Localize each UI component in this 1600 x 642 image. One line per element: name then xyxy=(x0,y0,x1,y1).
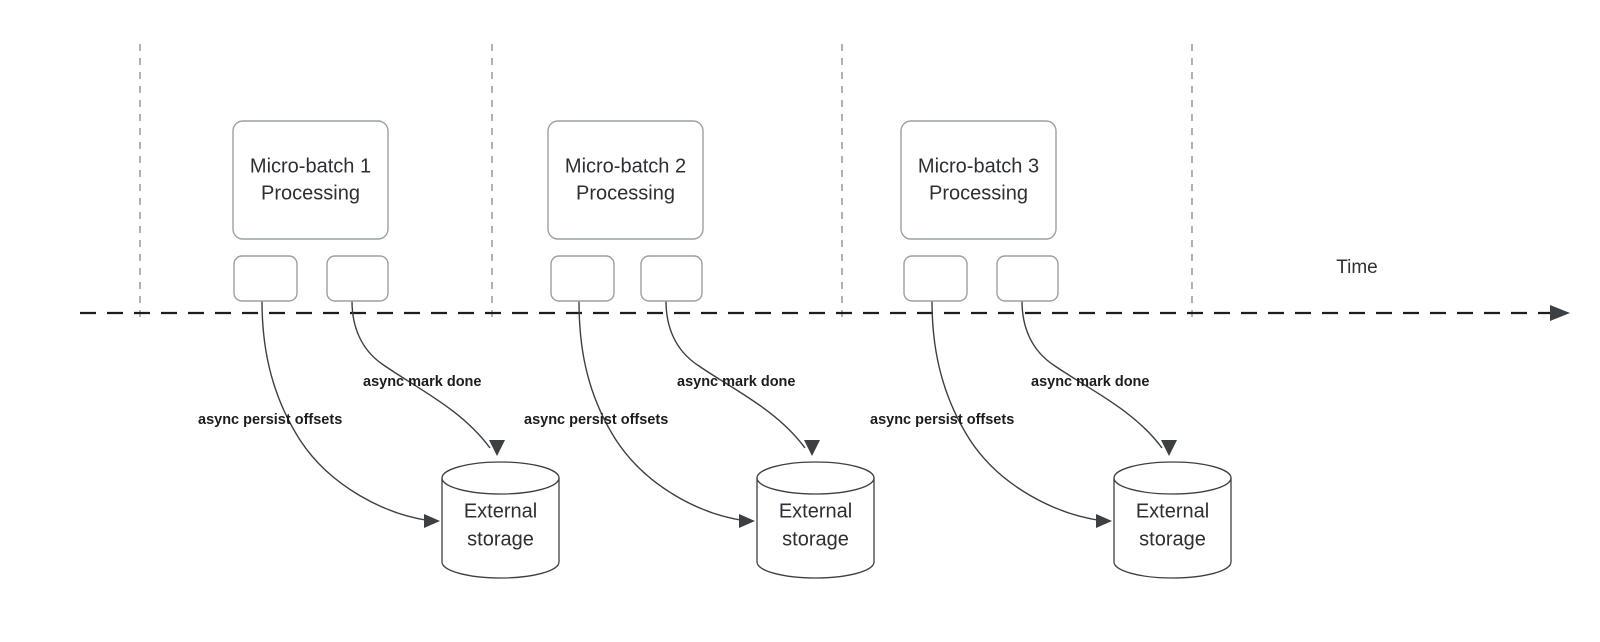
edges-layer xyxy=(261,300,1177,528)
external-storage-cylinder-body[interactable] xyxy=(756,477,875,579)
async-mark-done-edge-label: async mark done xyxy=(677,374,795,390)
mark-done-task[interactable] xyxy=(326,255,389,302)
persist-offsets-task[interactable] xyxy=(233,255,298,302)
micro-batch-label-line1: Micro-batch 3 xyxy=(918,155,1039,177)
async-mark-done-edge xyxy=(351,300,491,449)
micro-batch-label-line1: Micro-batch 2 xyxy=(565,155,686,177)
async-persist-offsets-edge xyxy=(931,300,1105,522)
micro-batch-label-line1: Micro-batch 1 xyxy=(250,155,371,177)
time-axis: Time xyxy=(80,257,1570,321)
external-storage-label-line2: storage xyxy=(782,528,849,550)
mark-done-task[interactable] xyxy=(640,255,703,302)
micro-batch-processing-box[interactable] xyxy=(547,120,704,240)
micro-batch-label-line2: Processing xyxy=(929,182,1028,204)
external-storage-label-line1: External xyxy=(779,500,852,522)
async-mark-done-edge-label: async mark done xyxy=(363,374,481,390)
external-storage-label-line2: storage xyxy=(467,528,534,550)
async-mark-done-edge-arrowhead-icon xyxy=(489,440,505,456)
micro-batch-processing-box[interactable] xyxy=(900,120,1057,240)
micro-batch-label-line2: Processing xyxy=(261,182,360,204)
time-axis-label: Time xyxy=(1336,257,1378,278)
async-persist-offsets-edge-label: async persist offsets xyxy=(198,412,342,428)
async-persist-offsets-edge-label: async persist offsets xyxy=(870,412,1014,428)
edge-labels-layer: async persist offsets async mark done asyn… xyxy=(198,374,1149,428)
async-mark-done-edge-arrowhead-icon xyxy=(1161,440,1177,456)
time-axis-arrowhead-icon xyxy=(1550,305,1570,321)
async-mark-done-edge xyxy=(1021,300,1163,449)
async-persist-offsets-edge-arrowhead-icon xyxy=(739,514,755,528)
external-storage-cylinder-top xyxy=(756,461,875,495)
async-mark-done-edge-arrowhead-icon xyxy=(804,440,820,456)
async-persist-offsets-edge-label: async persist offsets xyxy=(524,412,668,428)
persist-offsets-task[interactable] xyxy=(550,255,615,302)
async-persist-offsets-edge-arrowhead-icon xyxy=(1096,514,1112,528)
external-storage-cylinder-body[interactable] xyxy=(441,477,560,579)
async-persist-offsets-edge-arrowhead-icon xyxy=(424,514,440,528)
mark-done-task[interactable] xyxy=(996,255,1059,302)
micro-batch-processing-box[interactable] xyxy=(232,120,389,240)
micro-batch-label-line2: Processing xyxy=(576,182,675,204)
async-mark-done-edge-label: async mark done xyxy=(1031,374,1149,390)
external-storage-label-line2: storage xyxy=(1139,528,1206,550)
external-storage-cylinder-body[interactable] xyxy=(1113,477,1232,579)
async-persist-offsets-edge xyxy=(261,300,433,522)
external-storage-label-line1: External xyxy=(1136,500,1209,522)
external-storage-cylinder-top xyxy=(441,461,560,495)
async-mark-done-edge xyxy=(665,300,806,449)
async-persist-offsets-edge xyxy=(578,300,748,522)
external-storage-cylinder-top xyxy=(1113,461,1232,495)
batch-boundary-lines xyxy=(139,44,1193,320)
external-storage-label-line1: External xyxy=(464,500,537,522)
persist-offsets-task[interactable] xyxy=(903,255,968,302)
